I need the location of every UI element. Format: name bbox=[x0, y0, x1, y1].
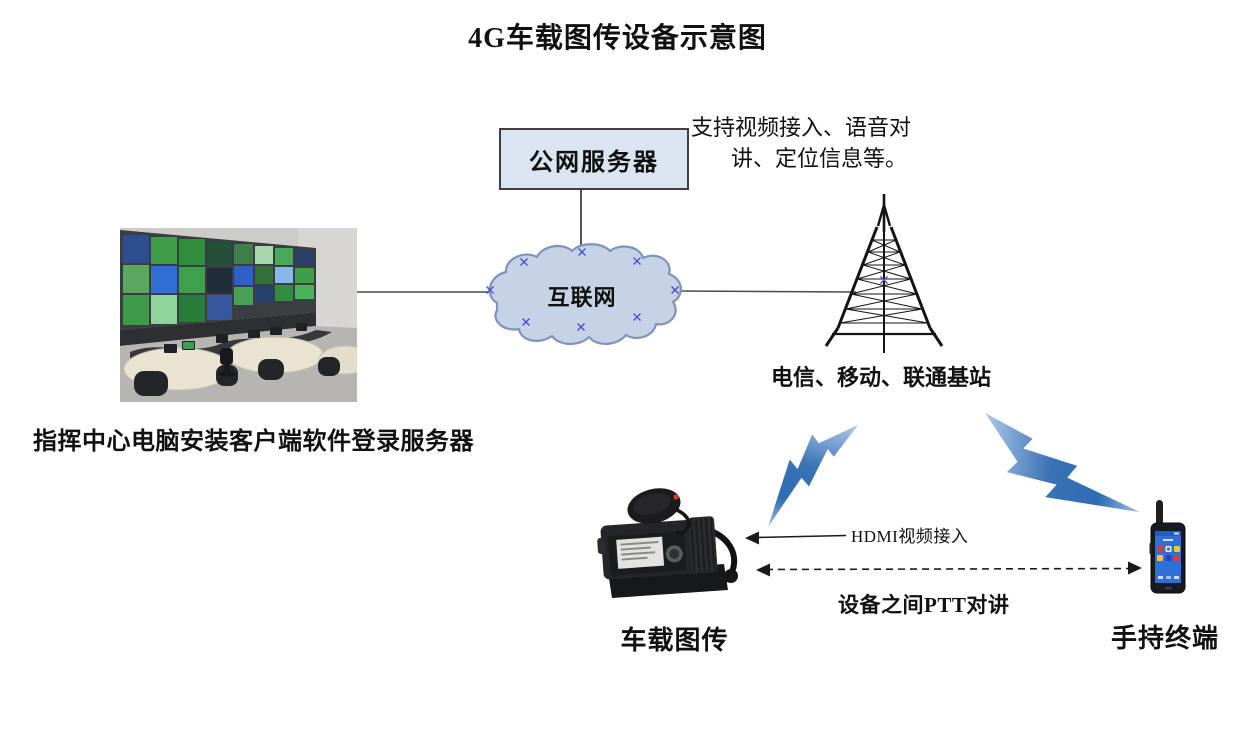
server-note: 支持视频接入、语音对 讲、定位信息等。 bbox=[691, 112, 947, 174]
internet-cloud-label: 互联网 bbox=[547, 285, 617, 310]
connector-cloud-tower bbox=[675, 290, 857, 293]
ptt-arrow bbox=[756, 561, 1142, 577]
base-station-label: 电信、移动、联通基站 bbox=[770, 365, 991, 390]
vehicle-device-image bbox=[597, 488, 738, 598]
device-label-text-lines bbox=[620, 540, 659, 561]
lightning-bolt-icon-left bbox=[768, 425, 858, 527]
anchor-x-marks bbox=[486, 248, 888, 331]
command-center-caption: 指挥中心电脑安装客户端软件登录服务器 bbox=[33, 429, 474, 455]
office-chair bbox=[218, 348, 236, 377]
server-note-line-1: 支持视频接入、语音对 bbox=[691, 115, 912, 140]
handheld-device-image bbox=[1149, 500, 1186, 594]
cloud-icon bbox=[488, 243, 682, 346]
phone-app-icons bbox=[1157, 546, 1180, 579]
handheld-mic bbox=[627, 488, 691, 535]
handheld-terminal-label: 手持终端 bbox=[1110, 624, 1219, 653]
hdmi-arrow bbox=[745, 531, 847, 545]
server-box-label: 公网服务器 bbox=[529, 149, 659, 176]
video-wall-screens bbox=[123, 235, 314, 325]
vehicle-terminal-label: 车载图传 bbox=[620, 626, 729, 655]
ptt-link-label: 设备之间PTT对讲 bbox=[838, 593, 1010, 617]
lightning-bolt-icon-right bbox=[985, 412, 1140, 513]
server-note-line-2: 讲、定位信息等。 bbox=[730, 146, 907, 171]
hdmi-link-label: HDMI视频接入 bbox=[851, 527, 969, 546]
cell-tower-icon bbox=[824, 194, 944, 353]
server-box: 公网服务器 bbox=[499, 128, 689, 190]
command-center-photo bbox=[120, 228, 357, 402]
diagram-title: 4G车载图传设备示意图 bbox=[468, 23, 767, 54]
